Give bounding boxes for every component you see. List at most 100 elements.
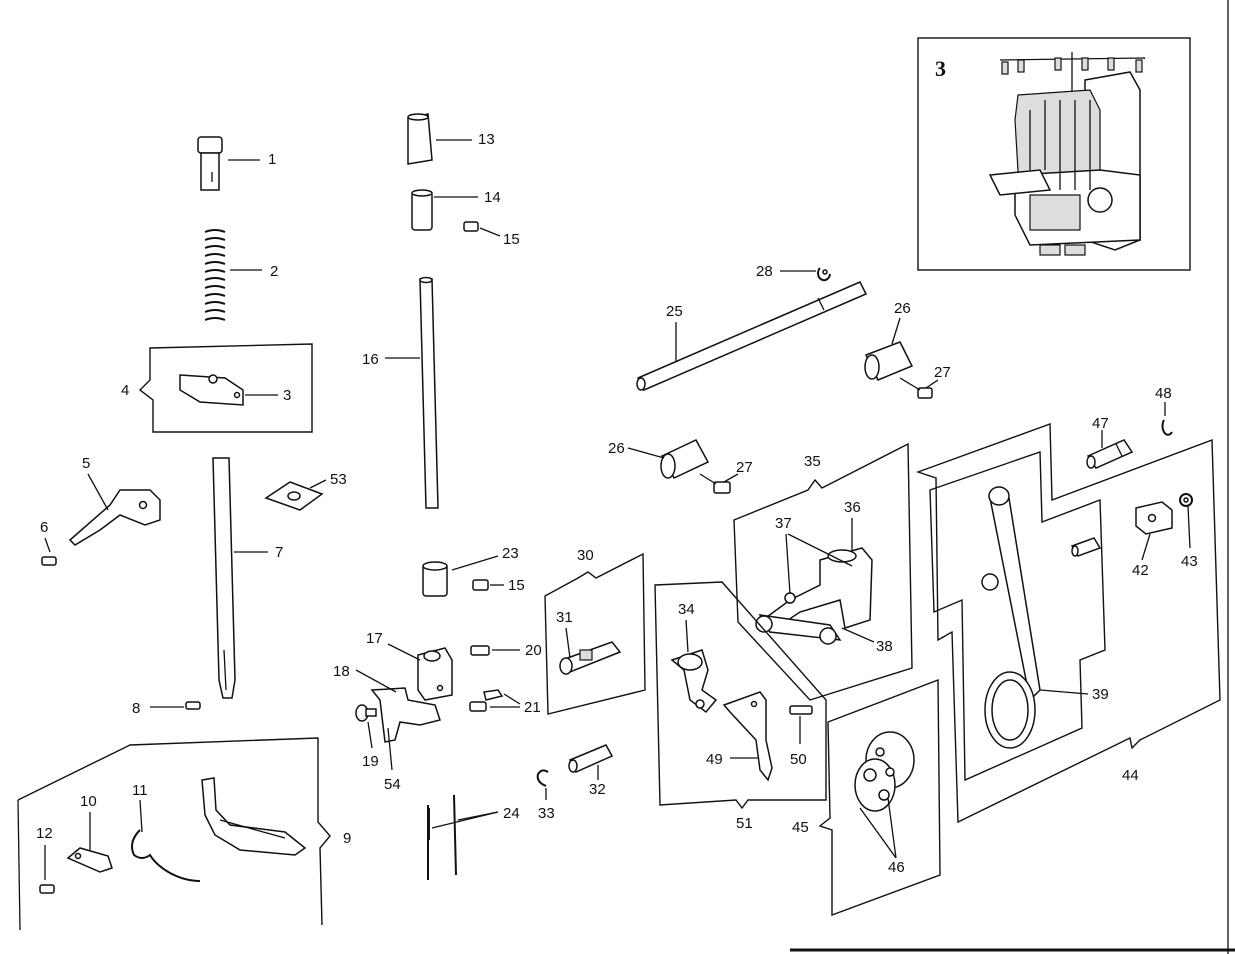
part-46-cam [854,731,915,812]
label-49: 49 [706,751,723,768]
part-12-screw [39,884,55,894]
part-35-crank [755,547,873,645]
part-6-screw [41,556,57,566]
label-1: 1 [268,151,276,168]
part-25-shaft [636,281,868,391]
label-46: 46 [888,859,905,876]
label-54: 54 [384,776,401,793]
label-14: 14 [484,189,501,206]
part-28-clip [817,267,831,282]
label-3: 3 [283,387,291,404]
part-8-screw [185,701,201,710]
part-27a-screw [917,387,933,399]
label-26a: 26 [894,300,911,317]
label-37: 37 [775,515,792,532]
label-30: 30 [577,547,594,564]
label-31: 31 [556,609,573,626]
label-9: 9 [343,830,351,847]
group-30-box [544,552,646,715]
part-39-connecting-rod [981,486,1041,749]
group-4-box [138,343,313,433]
label-17: 17 [366,630,383,647]
label-25: 25 [666,303,683,320]
label-20: 20 [525,642,542,659]
part-27b-screw [713,481,731,494]
part-34-link [670,649,718,714]
group-9-box [17,737,331,931]
part-53-plate [264,481,324,511]
label-12: 12 [36,825,53,842]
part-13-cap [407,113,433,165]
label-18: 18 [333,663,350,680]
label-27b: 27 [736,459,753,476]
label-15b: 15 [508,577,525,594]
label-6: 6 [40,519,48,536]
part-49-hook [722,691,773,782]
label-51: 51 [736,815,753,832]
label-26b: 26 [608,440,625,457]
part-21-screws [469,689,504,712]
part-11-spring [131,829,201,882]
label-10: 10 [80,793,97,810]
label-33: 33 [538,805,555,822]
inset-number: 3 [935,56,946,81]
label-50: 50 [790,751,807,768]
part-1-screw [197,136,223,191]
part-26a-bushing [864,341,914,381]
label-48: 48 [1155,385,1172,402]
label-5: 5 [82,455,90,472]
label-39: 39 [1092,686,1109,703]
part-14-bushing [411,189,433,231]
group-44-box-inner [929,451,1106,782]
part-23-bushing [422,561,448,597]
part-43-clip [1179,493,1193,507]
label-35: 35 [804,453,821,470]
group-45-box [818,678,941,917]
part-18-bracket [370,687,441,743]
part-31-shaft [559,641,622,675]
part-26b-bushing [660,439,710,479]
label-42: 42 [1132,562,1149,579]
part-19-screw [355,704,377,722]
part-48-clip [1161,419,1173,436]
part-47-pin [1086,439,1134,469]
label-38: 38 [876,638,893,655]
machine-inset: 3 [917,37,1191,271]
presser-foot [201,777,307,856]
part-3-clamp [179,374,244,406]
label-15a: 15 [503,231,520,248]
part-15b-screw [472,579,489,591]
label-2: 2 [270,263,278,280]
label-36: 36 [844,499,861,516]
group-35-box [733,442,913,701]
label-19: 19 [362,753,379,770]
group-51-box [654,581,827,810]
label-7: 7 [275,544,283,561]
label-47: 47 [1092,415,1109,432]
part-10-plate [66,847,113,873]
part-16-needle-bar [419,276,439,509]
label-45: 45 [792,819,809,836]
part-20-screw [470,645,490,656]
label-27a: 27 [934,364,951,381]
part-2-spring [204,229,226,321]
label-43: 43 [1181,553,1198,570]
part-7-presser-bar [212,457,236,699]
label-53: 53 [330,471,347,488]
part-42-block [1135,501,1173,535]
label-34: 34 [678,601,695,618]
label-24: 24 [503,805,520,822]
part-5-lever [68,489,161,546]
label-23: 23 [502,545,519,562]
label-21: 21 [524,699,541,716]
label-32: 32 [589,781,606,798]
label-11: 11 [132,782,148,799]
part-17-needle-clamp [417,647,453,701]
part-32-pin [568,744,614,773]
group-44-box-outer [915,423,1221,824]
label-13: 13 [478,131,495,148]
part-33-clip [536,769,549,787]
label-4: 4 [121,382,129,399]
label-44: 44 [1122,767,1139,784]
